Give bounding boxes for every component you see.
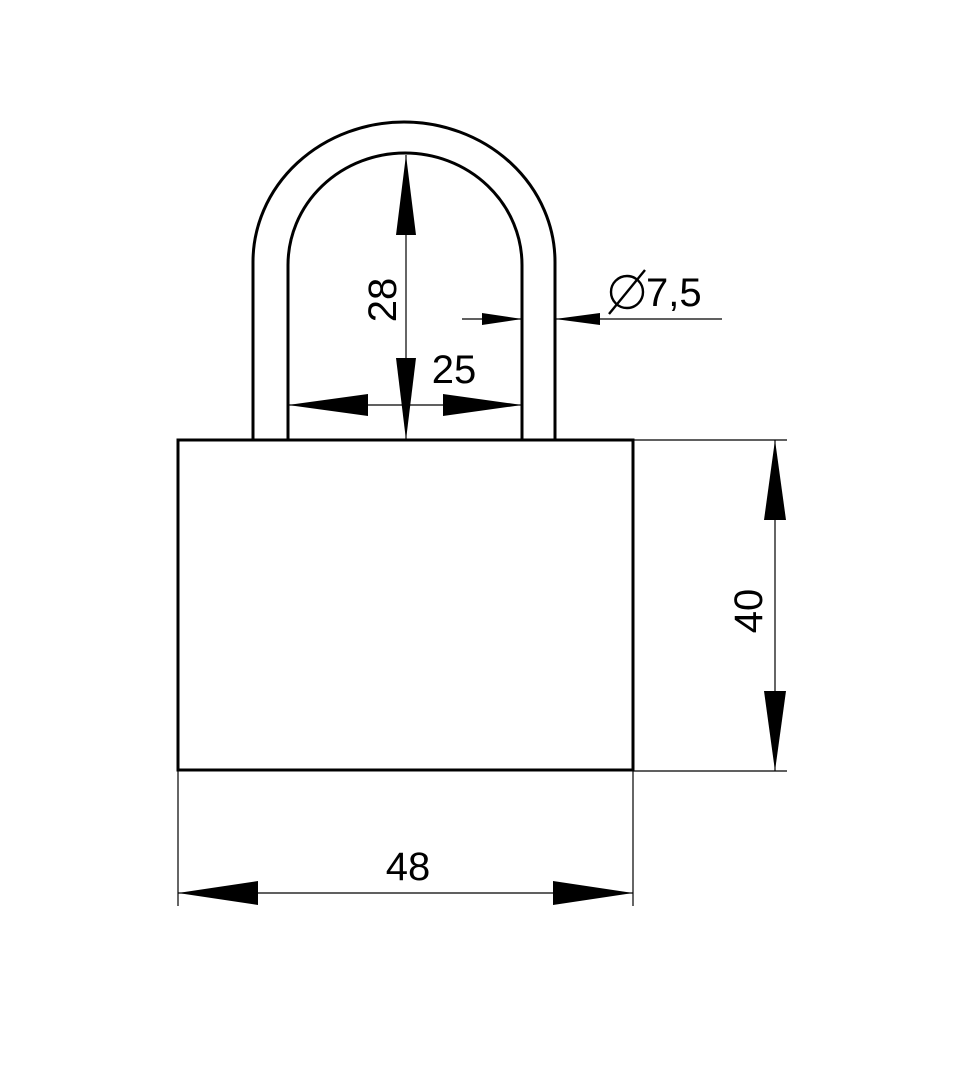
arrow-down xyxy=(764,691,786,771)
arrow-up xyxy=(396,155,416,235)
dimension-inner-width: 25 xyxy=(288,348,522,416)
diameter-icon xyxy=(608,269,646,315)
arrow-left xyxy=(555,313,600,325)
arrow-up xyxy=(764,440,786,520)
dimension-label: 25 xyxy=(432,348,477,392)
arrow-down xyxy=(396,358,416,440)
dimension-label: 40 xyxy=(727,589,771,634)
dimension-label: 48 xyxy=(386,845,431,889)
arrow-right xyxy=(482,313,522,325)
shackle xyxy=(251,120,557,440)
arrow-left xyxy=(288,394,368,416)
dimension-shackle-diameter: 7,5 xyxy=(462,269,722,325)
shackle-outer-edge xyxy=(251,120,557,440)
arrow-right xyxy=(443,394,522,416)
arrow-left xyxy=(178,881,258,905)
dimension-label: 28 xyxy=(361,278,405,323)
shackle-inner-edge xyxy=(286,151,524,440)
arrow-right xyxy=(553,881,633,905)
dimension-body-height: 40 xyxy=(633,439,787,772)
lock-body xyxy=(176,438,635,772)
dimension-body-width: 48 xyxy=(177,770,634,906)
dimension-inner-height: 28 xyxy=(361,155,416,440)
dimension-label: 7,5 xyxy=(646,271,702,315)
